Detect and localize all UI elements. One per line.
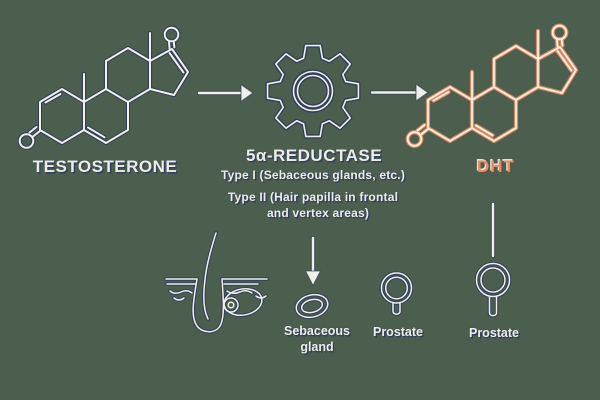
enzyme-type1-text: Type I (Sebaceous glands, etc.) xyxy=(220,168,406,182)
testosterone-structure-icon xyxy=(20,28,188,148)
prostate-left-label: Prostate xyxy=(372,325,424,339)
dht-label: DHT xyxy=(477,157,515,176)
sebaceous-gland-label-line1: Sebaceous xyxy=(283,324,351,338)
hair-follicle-icon xyxy=(164,231,269,334)
prostate-icon xyxy=(379,271,414,316)
prostate-icon xyxy=(474,261,512,318)
arrow-right-icon xyxy=(196,83,254,103)
enzyme-type2-text-line2: and vertex areas) xyxy=(266,206,370,220)
prostate-right-label: Prostate xyxy=(468,326,520,340)
sebaceous-gland-label-line2: gland xyxy=(300,340,334,354)
gear-icon xyxy=(268,46,359,137)
sebaceous-gland-icon xyxy=(292,289,332,323)
enzyme-label: 5α-REDUCTASE xyxy=(245,146,383,165)
arrow-right-icon xyxy=(369,83,429,102)
dht-structure-icon xyxy=(408,26,576,146)
testosterone-label: TESTOSTERONE xyxy=(32,157,178,176)
enzyme-type2-text-line1: Type II (Hair papilla in frontal xyxy=(227,190,399,204)
arrow-down-icon xyxy=(304,235,322,287)
